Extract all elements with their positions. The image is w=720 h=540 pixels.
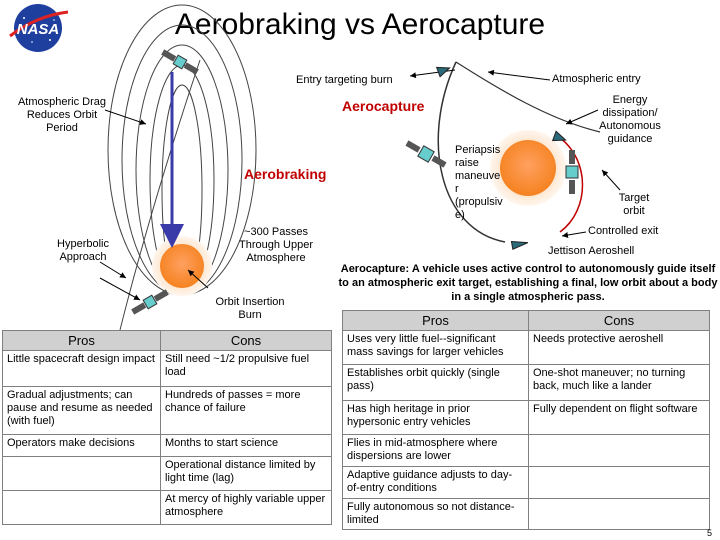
con-cell: Operational distance limited by light ti… (160, 456, 332, 491)
atm-entry-label: Atmospheric entry (552, 73, 641, 85)
aerocapture-heading: Aerocapture (342, 98, 425, 114)
con-cell: Hundreds of passes = more chance of fail… (160, 386, 332, 435)
pro-cell: Little spacecraft design impact (2, 350, 161, 387)
spacecraft-icon (565, 150, 579, 194)
capsule-icon (435, 66, 451, 78)
energy-label: Energy dissipation/ Autonomous guidance (599, 94, 661, 145)
approach-trajectory (437, 61, 506, 243)
con-cell: One-shot maneuver; no turning back, much… (528, 364, 710, 401)
table-row: Operational distance limited by light ti… (2, 456, 332, 491)
table-row: Adaptive guidance adjusts to day-of-entr… (342, 466, 710, 499)
aerobraking-heading: Aerobraking (244, 166, 327, 182)
con-cell (528, 434, 710, 467)
page-title: Aerobraking vs Aerocapture (174, 8, 546, 41)
table-row: Has high heritage in prior hypersonic en… (342, 400, 710, 435)
con-cell: Still need ~1/2 propulsive fuel load (160, 350, 332, 387)
hyperbolic-path (119, 59, 201, 331)
pro-cell: Adaptive guidance adjusts to day-of-entr… (342, 466, 529, 499)
con-cell (528, 466, 710, 499)
pro-cell: Establishes orbit quickly (single pass) (342, 364, 529, 401)
table-row: Uses very little fuel--significant mass … (342, 330, 710, 365)
table-row: Gradual adjustments; can pause and resum… (2, 386, 332, 435)
pros-header: Pros (2, 330, 161, 351)
nasa-logo: NASA (9, 4, 69, 52)
con-cell: Fully dependent on flight software (528, 400, 710, 435)
spacecraft-icon (161, 49, 199, 75)
pro-cell: Gradual adjustments; can pause and resum… (2, 386, 161, 435)
table-row: Fully autonomous so not distance-limited (342, 498, 710, 530)
pro-cell: Operators make decisions (2, 434, 161, 457)
pro-cell (2, 456, 161, 491)
target-planet (500, 140, 556, 196)
cons-header: Cons (528, 310, 710, 331)
aerocapture-explanation: Aerocapture: A vehicle uses active contr… (338, 263, 718, 303)
planet (160, 244, 204, 288)
pro-cell: Has high heritage in prior hypersonic en… (342, 400, 529, 435)
aerocapture-pros-cons-table: Pros Cons Uses very little fuel--signifi… (342, 310, 710, 530)
cons-header: Cons (160, 330, 332, 351)
passes-label: ~300 Passes Through Upper Atmosphere (239, 226, 313, 264)
con-cell: At mercy of highly variable upper atmosp… (160, 490, 332, 525)
pro-cell: Uses very little fuel--significant mass … (342, 330, 529, 365)
spacecraft-icon (405, 140, 447, 168)
spacecraft-icon (131, 289, 169, 315)
periapsis-label: Periapsis raise maneuve r (propulsiv e) (455, 144, 503, 221)
jettison-label: Jettison Aeroshell (548, 245, 635, 257)
table-row: Little spacecraft design impact Still ne… (2, 350, 332, 387)
con-cell: Months to start science (160, 434, 332, 457)
table-row: Establishes orbit quickly (single pass) … (342, 364, 710, 401)
table-row: At mercy of highly variable upper atmosp… (2, 490, 332, 525)
target-orbit-label: Target orbit (618, 192, 650, 217)
con-cell (528, 498, 710, 530)
insertion-label: Orbit Insertion Burn (215, 296, 285, 321)
page-number: 5 (706, 528, 712, 538)
entry-targeting-label: Entry targeting burn (296, 74, 393, 86)
entry-trajectory (455, 61, 601, 133)
hyperbolic-label: Hyperbolic Approach (57, 238, 109, 263)
pro-cell: Fully autonomous so not distance-limited (342, 498, 529, 530)
pros-header: Pros (342, 310, 529, 331)
table-row: Flies in mid-atmosphere where dispersion… (342, 434, 710, 467)
pro-cell: Flies in mid-atmosphere where dispersion… (342, 434, 529, 467)
target-orbit-path (559, 137, 584, 233)
aerobraking-pros-cons-table: Pros Cons Little spacecraft design impac… (2, 330, 332, 525)
drag-label: Atmospheric Drag Reduces Orbit Period (17, 96, 107, 134)
con-cell: Needs protective aeroshell (528, 330, 710, 365)
logo-lettering: NASA (17, 21, 60, 38)
table-row: Operators make decisions Months to start… (2, 434, 332, 457)
aeroshell-icon (510, 240, 529, 251)
controlled-exit-label: Controlled exit (588, 225, 659, 237)
capsule-icon (551, 130, 567, 142)
pro-cell (2, 490, 161, 525)
